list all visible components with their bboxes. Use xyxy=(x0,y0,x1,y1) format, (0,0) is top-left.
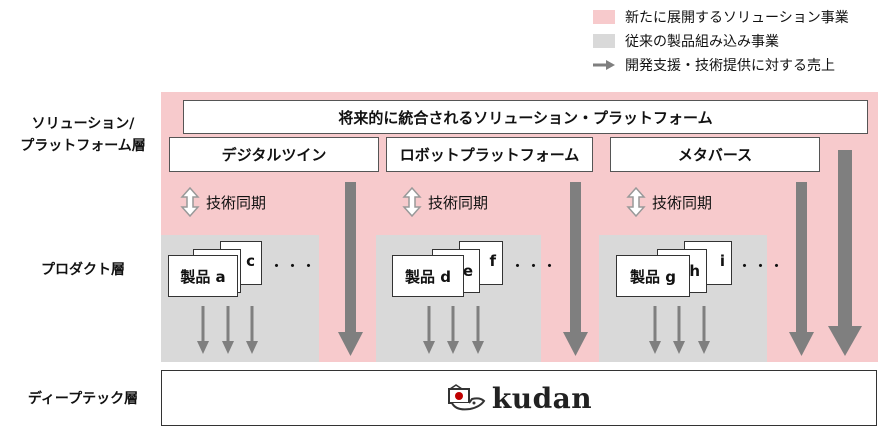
product-card-front: 製品 a xyxy=(168,255,238,297)
revenue-arrow-large xyxy=(789,182,814,356)
legend-item-new-solution: 新たに展開するソリューション事業 xyxy=(593,7,849,27)
sync-label: 技術同期 xyxy=(428,193,489,212)
revenue-arrow-small xyxy=(197,306,209,354)
revenue-arrow-platform xyxy=(828,150,862,356)
legend-swatch-pink xyxy=(593,10,615,24)
revenue-arrow-small xyxy=(423,306,435,354)
legend-label: 開発支援・技術提供に対する売上 xyxy=(625,58,835,74)
solution-label: デジタルツイン xyxy=(221,146,327,164)
revenue-arrow-small xyxy=(472,306,484,354)
more-marker: ・・・ xyxy=(269,257,318,275)
kudan-mascot-icon xyxy=(447,384,486,411)
product-card-front: 製品 g xyxy=(616,255,690,297)
double-arrow-icon xyxy=(180,187,200,217)
sync-label: 技術同期 xyxy=(652,193,713,212)
product-card-label: 製品 d xyxy=(405,267,451,286)
more-marker: ・・・ xyxy=(510,257,559,275)
legend-arrow-icon xyxy=(593,59,615,71)
platform-box: 将来的に統合されるソリューション・プラットフォーム xyxy=(183,100,868,134)
revenue-arrow-small xyxy=(222,306,234,354)
legend-swatch-grey xyxy=(593,34,615,48)
sync-label: 技術同期 xyxy=(206,193,267,212)
double-arrow-icon xyxy=(402,187,422,217)
solution-box-metaverse: メタバース xyxy=(610,137,820,172)
revenue-arrow-small xyxy=(698,306,710,354)
legend-label: 従来の製品組み込み事業 xyxy=(625,34,779,50)
revenue-arrow-small xyxy=(246,306,258,354)
double-arrow-icon xyxy=(626,187,646,217)
product-card-label: f xyxy=(489,252,496,270)
revenue-arrow-small xyxy=(447,306,459,354)
tech-sync-2: 技術同期 xyxy=(402,187,488,217)
product-card-label: h xyxy=(689,262,700,280)
product-card-label: e xyxy=(462,262,473,280)
more-marker: ・・・ xyxy=(737,257,786,275)
platform-title: 将来的に統合されるソリューション・プラットフォーム xyxy=(338,108,713,127)
solution-label: メタバース xyxy=(677,146,753,164)
layer-label-product: プロダクト層 xyxy=(41,262,125,278)
product-card-front: 製品 d xyxy=(392,255,464,297)
revenue-arrow-small xyxy=(673,306,685,354)
tech-sync-1: 技術同期 xyxy=(180,187,266,217)
tech-sync-3: 技術同期 xyxy=(626,187,712,217)
layer-label-solution: ソリューション/ プラットフォーム層 xyxy=(20,116,146,154)
product-card-label: 製品 a xyxy=(180,267,226,286)
legend-item-legacy: 従来の製品組み込み事業 xyxy=(593,31,779,51)
revenue-arrow-small xyxy=(649,306,661,354)
solution-box-digital-twin: デジタルツイン xyxy=(169,137,379,172)
deeptech-box: kudan xyxy=(161,370,877,426)
solution-label: ロボットプラットフォーム xyxy=(399,146,580,164)
product-card-label: c xyxy=(246,252,255,270)
solution-box-robot-platform: ロボットプラットフォーム xyxy=(386,137,593,172)
legend-label: 新たに展開するソリューション事業 xyxy=(625,10,849,26)
product-card-label: 製品 g xyxy=(630,267,676,286)
revenue-arrow-large xyxy=(563,182,588,356)
product-card-label: i xyxy=(719,252,725,270)
kudan-logo: kudan xyxy=(446,382,592,415)
legend-item-revenue: 開発支援・技術提供に対する売上 xyxy=(593,55,835,75)
revenue-arrow-large xyxy=(338,182,363,356)
layer-label-deeptech: ディープテック層 xyxy=(27,391,139,407)
kudan-wordmark: kudan xyxy=(491,381,593,415)
